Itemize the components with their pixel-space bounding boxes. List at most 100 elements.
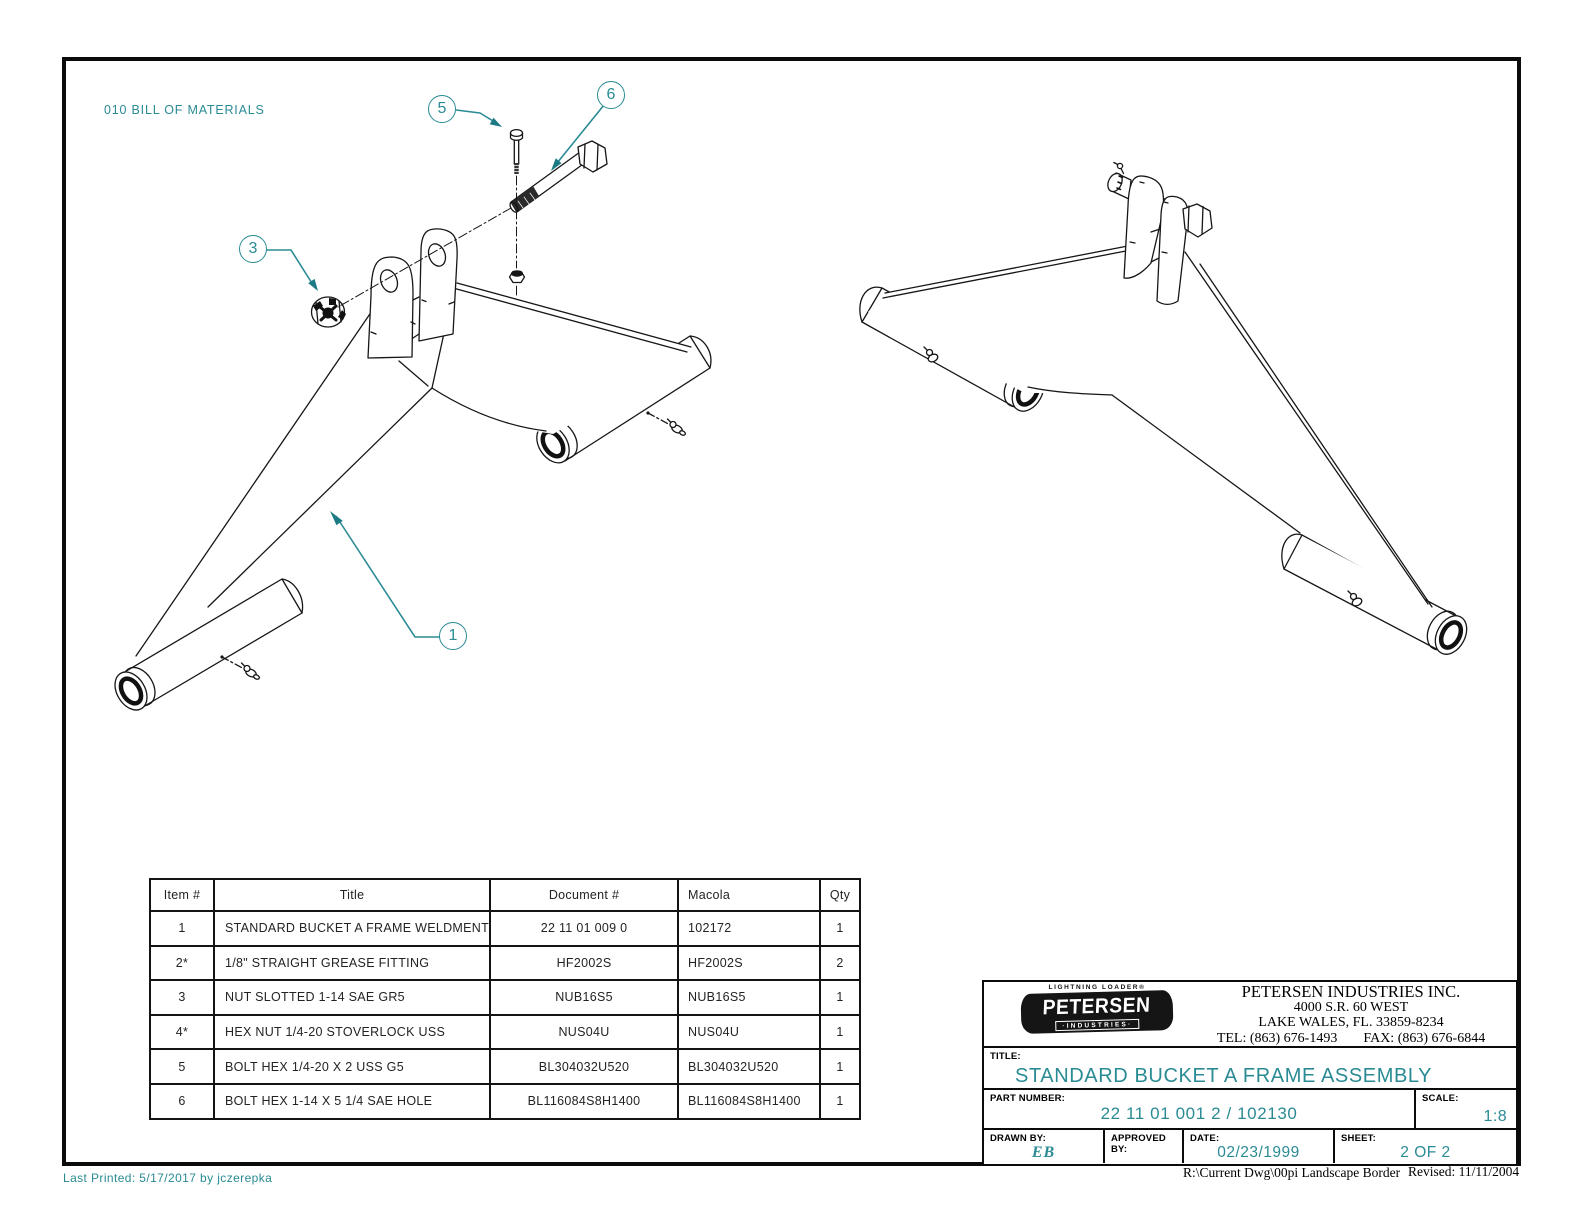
scale-value: 1:8	[1483, 1107, 1507, 1125]
drawn-by-value: EB	[1031, 1143, 1056, 1161]
part-number-value: 22 11 01 001 2 / 102130	[1100, 1103, 1298, 1123]
scale-label: SCALE:	[1422, 1092, 1459, 1104]
leader-arrowheads	[308, 117, 562, 526]
company-tel: TEL: (863) 676-1493	[1216, 1030, 1338, 1046]
title-label: TITLE:	[990, 1050, 1021, 1062]
date-cell: DATE: 02/23/1999	[1184, 1129, 1335, 1163]
bom-cell-macola: HF2002S	[677, 944, 822, 982]
company-address2: LAKE WALES, FL. 33859-8234	[1258, 1015, 1444, 1030]
scale-cell: SCALE: 1:8	[1416, 1090, 1516, 1128]
bom-cell-title: HEX NUT 1/4-20 STOVERLOCK USS	[212, 1013, 492, 1051]
approved-by-label: APPROVED BY:	[1111, 1132, 1166, 1155]
date-label: DATE:	[1190, 1132, 1220, 1144]
grease-fitting-right	[646, 411, 686, 436]
right-view-weldment-plate	[868, 244, 1433, 608]
company-fax: FAX: (863) 676-6844	[1363, 1030, 1486, 1046]
drawn-by-cell: DRAWN BY: EB	[984, 1129, 1105, 1163]
title-block-company-row: LIGHTNING LOADER® PETERSEN ·INDUSTRIES· …	[984, 982, 1516, 1048]
bom-cell-document: NUS04U	[489, 1013, 680, 1051]
sheet-label: SHEET:	[1341, 1132, 1376, 1144]
bom-cell-qty: 1	[819, 1048, 862, 1085]
approved-by-cell: APPROVED BY:	[1105, 1129, 1184, 1163]
bom-cell-title: STANDARD BUCKET A FRAME WELDMENT	[212, 910, 492, 947]
bom-cell-title: NUT SLOTTED 1-14 SAE GR5	[212, 979, 492, 1016]
part-number-label: PART NUMBER:	[990, 1092, 1066, 1104]
bom-cell-item: 4*	[149, 1013, 215, 1051]
stoverlock-nut	[508, 270, 526, 284]
left-view-bottom-tube	[114, 578, 304, 711]
border-file-path: R:\Current Dwg\00pi Landscape Border	[1183, 1165, 1401, 1180]
table-row: 5 BOLT HEX 1/4-20 X 2 USS G5 BL304032U52…	[149, 1048, 862, 1085]
bom-cell-item: 2*	[149, 944, 215, 982]
right-view-bottom-tube	[1281, 533, 1468, 655]
bom-header-row: Item # Title Document # Macola Qty	[149, 878, 862, 912]
bom-header-macola: Macola	[677, 878, 822, 912]
bom-cell-document: HF2002S	[489, 944, 680, 982]
bom-cell-macola: NUS04U	[677, 1013, 822, 1051]
left-view-clevis-lugs	[367, 228, 458, 359]
centerlines	[337, 175, 517, 308]
title-row: TITLE: STANDARD BUCKET A FRAME ASSEMBLY	[984, 1048, 1516, 1090]
bom-header-item: Item #	[149, 878, 215, 912]
table-row: 3 NUT SLOTTED 1-14 SAE GR5 NUB16S5 NUB16…	[149, 979, 862, 1016]
table-row: 4* HEX NUT 1/4-20 STOVERLOCK USS NUS04U …	[149, 1013, 862, 1051]
bom-cell-item: 3	[149, 979, 215, 1016]
balloon-6: 6	[597, 81, 625, 109]
bom-cell-document: BL116084S8H1400	[489, 1082, 680, 1120]
company-info: PETERSEN INDUSTRIES INC. 4000 S.R. 60 WE…	[1186, 982, 1516, 1046]
bom-cell-macola: BL304032U520	[677, 1048, 822, 1085]
company-name: PETERSEN INDUSTRIES INC.	[1241, 982, 1461, 1001]
company-address1: 4000 S.R. 60 WEST	[1293, 999, 1409, 1015]
part-number-cell: PART NUMBER: 22 11 01 001 2 / 102130	[984, 1089, 1416, 1128]
part-number-row: PART NUMBER: 22 11 01 001 2 / 102130 SCA…	[984, 1089, 1516, 1130]
date-value: 02/23/1999	[1217, 1143, 1300, 1161]
small-bolt	[509, 128, 524, 174]
drawing-title: STANDARD BUCKET A FRAME ASSEMBLY	[1015, 1064, 1433, 1087]
right-view-clevis	[1107, 161, 1213, 306]
bom-header-document: Document #	[489, 878, 680, 912]
bom-cell-document: NUB16S5	[489, 979, 680, 1016]
table-row: 1 STANDARD BUCKET A FRAME WELDMENT 22 11…	[149, 910, 862, 947]
bom-header-qty: Qty	[819, 878, 862, 912]
bom-cell-qty: 2	[819, 944, 862, 982]
balloon-5: 5	[428, 95, 456, 123]
bom-cell-macola: NUB16S5	[677, 979, 822, 1016]
sheet-border	[62, 57, 1521, 1166]
revised-date: Revised: 11/11/2004	[1408, 1164, 1520, 1179]
petersen-logo: LIGHTNING LOADER® PETERSEN ·INDUSTRIES·	[1008, 984, 1186, 1046]
bom-cell-qty: 1	[819, 979, 862, 1016]
bom-cell-item: 6	[149, 1082, 215, 1120]
balloon-3: 3	[239, 235, 267, 263]
last-printed-note: Last Printed: 5/17/2017 by jczerepka	[63, 1171, 273, 1185]
bom-note: 010 BILL OF MATERIALS	[104, 103, 265, 117]
grease-fitting-bottom	[220, 655, 260, 680]
sheet-cell: SHEET: 2 OF 2	[1335, 1130, 1516, 1163]
left-view-weldment-plate	[135, 282, 696, 657]
logo-name: PETERSEN	[1042, 993, 1152, 1020]
bom-cell-document: BL304032U520	[489, 1048, 680, 1085]
logo-tagline: LIGHTNING LOADER®	[1048, 984, 1146, 991]
signature-row: DRAWN BY: EB APPROVED BY: DATE: 02/23/19…	[984, 1129, 1516, 1163]
logo-sub: ·INDUSTRIES·	[1055, 1018, 1140, 1032]
bom-cell-qty: 1	[819, 1082, 862, 1120]
logo-badge: PETERSEN ·INDUSTRIES·	[1020, 990, 1174, 1034]
bom-table: Item # Title Document # Macola Qty 1 STA…	[149, 878, 862, 1120]
bom-cell-title: 1/8" STRAIGHT GREASE FITTING	[212, 944, 492, 982]
bom-cell-document: 22 11 01 009 0	[489, 910, 680, 947]
slotted-nut	[310, 296, 346, 328]
table-row: 6 BOLT HEX 1-14 X 5 1/4 SAE HOLE BL11608…	[149, 1082, 862, 1120]
drawn-by-label: DRAWN BY:	[990, 1132, 1046, 1144]
bom-cell-item: 1	[149, 910, 215, 947]
sheet-value: 2 OF 2	[1400, 1143, 1451, 1161]
bom-cell-title: BOLT HEX 1-14 X 5 1/4 SAE HOLE	[212, 1082, 492, 1120]
large-hex-bolt	[509, 140, 608, 213]
bom-cell-macola: BL116084S8H1400	[677, 1082, 822, 1120]
bom-cell-title: BOLT HEX 1/4-20 X 2 USS G5	[212, 1048, 492, 1085]
bom-cell-qty: 1	[819, 910, 862, 947]
bom-cell-item: 5	[149, 1048, 215, 1085]
table-row: 2* 1/8" STRAIGHT GREASE FITTING HF2002S …	[149, 944, 862, 982]
balloon-1: 1	[439, 622, 467, 650]
bom-cell-qty: 1	[819, 1013, 862, 1051]
